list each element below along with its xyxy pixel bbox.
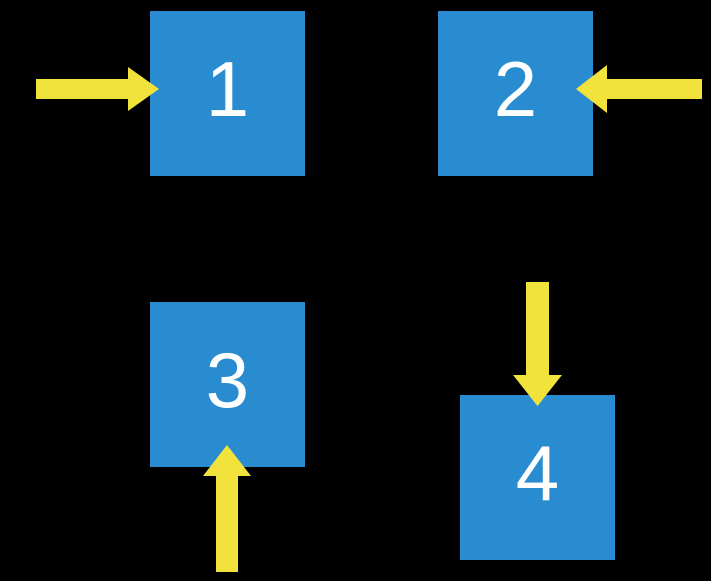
square-4: 4	[460, 395, 615, 560]
square-3: 3	[150, 302, 305, 467]
left-arrow-shape	[576, 65, 702, 113]
square-4-label: 4	[515, 428, 560, 517]
right-arrow-icon	[36, 67, 159, 111]
up-arrow-shape	[203, 445, 251, 572]
down-arrow-icon	[513, 282, 562, 406]
square-2-label: 2	[493, 44, 538, 133]
square-1: 1	[150, 11, 305, 176]
square-1-label: 1	[205, 44, 250, 133]
down-arrow-shape	[513, 282, 562, 406]
square-3-label: 3	[205, 335, 250, 424]
up-arrow-icon	[203, 445, 251, 572]
right-arrow-shape	[36, 67, 159, 111]
square-2: 2	[438, 11, 593, 176]
left-arrow-icon	[576, 65, 702, 113]
